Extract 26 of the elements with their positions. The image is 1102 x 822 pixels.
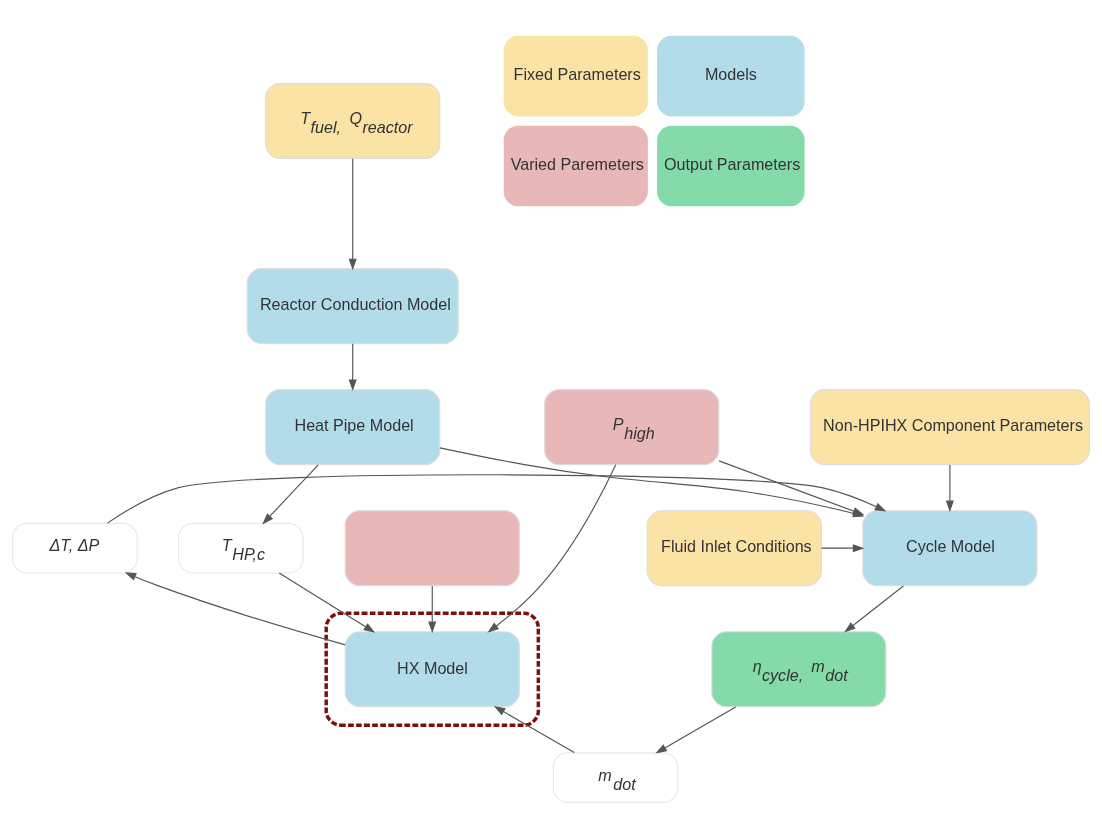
legend-label: Models [704, 65, 757, 84]
arrow [348, 158, 357, 271]
arrow [278, 572, 376, 633]
cluster [324, 611, 541, 727]
arrow [348, 343, 357, 392]
node-box: Reactor Conduction Model [246, 268, 459, 345]
arrow [493, 706, 575, 754]
node-box: Heat Pipe Model [265, 389, 441, 466]
arrow [655, 706, 737, 754]
node-box: Cycle Model [862, 510, 1038, 587]
legend-label: Fixed Parameters [513, 65, 641, 84]
arrow [124, 572, 346, 646]
arrow [820, 544, 865, 553]
arrow [262, 464, 319, 525]
node-box [344, 510, 520, 587]
arrow [487, 464, 617, 633]
arrow [428, 585, 437, 634]
arrow [844, 585, 904, 633]
node-box: HX Model [344, 631, 520, 708]
arrow [945, 464, 954, 513]
node-box: Fluid Inlet Conditions [646, 510, 822, 587]
arrow [106, 474, 887, 524]
node-box: ΔT, ΔP [12, 522, 138, 574]
legend-label: Varied Paremeters [510, 155, 644, 174]
node-box: Non-HPIHX Component Parameters [809, 389, 1090, 466]
legend-label: Output Parameters [663, 155, 801, 174]
